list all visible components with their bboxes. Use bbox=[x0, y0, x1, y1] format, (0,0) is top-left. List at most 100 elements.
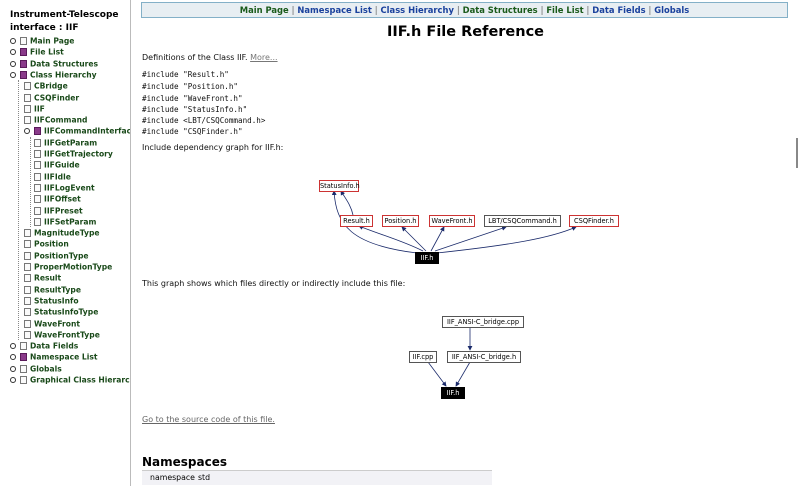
tree-toggle-icon[interactable] bbox=[10, 343, 16, 350]
sidebar-item-result[interactable]: Result bbox=[24, 272, 61, 283]
sidebar-item-statusinfotype[interactable]: StatusInfoType bbox=[24, 306, 98, 317]
namespace-kind: namespace bbox=[150, 473, 195, 482]
sidebar-item-label: WaveFront bbox=[34, 319, 81, 328]
scrollbar-thumb[interactable] bbox=[796, 138, 798, 168]
node-position[interactable]: Position.h bbox=[382, 215, 419, 227]
sidebar-item-csqfinder[interactable]: CSQFinder bbox=[24, 92, 79, 103]
node-statusinfo[interactable]: StatusInfo.h bbox=[319, 180, 360, 192]
sidebar-item-data-fields[interactable]: Data Fields bbox=[10, 340, 78, 351]
namespace-name[interactable]: std bbox=[198, 473, 211, 482]
nav-link-globals[interactable]: Globals bbox=[654, 5, 690, 15]
sidebar-item-label: IIFGuide bbox=[44, 160, 80, 170]
sidebar-item-label: Namespace List bbox=[30, 352, 98, 362]
sidebar-item-label: IIFLogEvent bbox=[44, 183, 95, 193]
dep-graph-caption: Include dependency graph for IIF.h: bbox=[142, 143, 284, 152]
sidebar-item-magnitudetype[interactable]: MagnitudeType bbox=[24, 227, 100, 238]
sidebar-item-iifpreset[interactable]: IIFPreset bbox=[34, 205, 83, 216]
include-line-5: #include <LBT/CSQCommand.h> bbox=[142, 116, 266, 125]
book-open-icon bbox=[34, 127, 41, 136]
node-wavefront[interactable]: WaveFront.h bbox=[429, 215, 475, 227]
sidebar-item-cbridge[interactable]: CBridge bbox=[24, 80, 68, 91]
include-line-4: #include "StatusInfo.h" bbox=[142, 105, 248, 114]
edge-iifcpp-iif bbox=[427, 361, 447, 387]
sidebar-item-position[interactable]: Position bbox=[24, 238, 69, 249]
tree-toggle-icon[interactable] bbox=[10, 71, 16, 78]
sidebar-item-label: PositionType bbox=[34, 251, 89, 261]
sidebar-item-positiontype[interactable]: PositionType bbox=[24, 250, 89, 261]
edge-iif-csqfinder bbox=[436, 226, 577, 254]
node-csqfinder[interactable]: CSQFinder.h bbox=[569, 215, 619, 227]
nav-link-namespace-list[interactable]: Namespace List bbox=[297, 5, 372, 15]
nav-link-data-fields[interactable]: Data Fields bbox=[592, 5, 646, 15]
page-icon bbox=[24, 104, 31, 113]
definition-text: Definitions of the Class IIF. bbox=[142, 53, 248, 62]
nav-link-main-page[interactable]: Main Page bbox=[239, 5, 289, 15]
tree-connector bbox=[18, 80, 19, 341]
sidebar-item-globals[interactable]: Globals bbox=[10, 363, 62, 374]
page-icon bbox=[34, 217, 41, 226]
sidebar-item-label: IIFSetParam bbox=[44, 217, 97, 227]
tree-toggle-icon[interactable] bbox=[10, 60, 16, 67]
node-iif-cpp[interactable]: IIF.cpp bbox=[409, 351, 437, 363]
sidebar-item-graphical-class-hierarchy[interactable]: Graphical Class Hierarchy bbox=[10, 374, 130, 385]
nav-link-class-hierarchy[interactable]: Class Hierarchy bbox=[380, 5, 454, 15]
sidebar-item-iiflogevent[interactable]: IIFLogEvent bbox=[34, 182, 95, 193]
node-csqcommand: LBT/CSQCommand.h bbox=[484, 215, 561, 227]
sidebar-item-file-list[interactable]: File List bbox=[10, 46, 64, 57]
sidebar-item-iifidle[interactable]: IIFIdle bbox=[34, 171, 71, 182]
page-icon bbox=[24, 308, 31, 317]
node-bridge-h[interactable]: IIF_ANSI-C_bridge.h bbox=[447, 351, 521, 363]
sidebar-item-iifgettrajectory[interactable]: IIFGetTrajectory bbox=[34, 148, 113, 159]
sidebar-item-iifcommand[interactable]: IIFCommand bbox=[24, 114, 87, 125]
sidebar-item-label: Class Hierarchy bbox=[30, 70, 97, 80]
tree-toggle-icon[interactable] bbox=[10, 38, 16, 44]
sidebar-item-label: IIFPreset bbox=[44, 206, 83, 215]
sidebar-item-namespace-list[interactable]: Namespace List bbox=[10, 351, 98, 362]
page-icon bbox=[24, 116, 31, 125]
tree-toggle-icon[interactable] bbox=[10, 354, 16, 361]
edge-iif-csqcommand bbox=[434, 226, 507, 252]
node-bridge-cpp[interactable]: IIF_ANSI-C_bridge.cpp bbox=[442, 316, 524, 328]
tree-toggle-icon[interactable] bbox=[10, 377, 16, 383]
tree-toggle-icon[interactable] bbox=[10, 365, 16, 372]
book-icon bbox=[20, 353, 27, 362]
sidebar-item-class-hierarchy[interactable]: Class Hierarchy bbox=[10, 69, 97, 80]
edge-result-statusinfo bbox=[340, 190, 354, 216]
sidebar-item-resulttype[interactable]: ResultType bbox=[24, 284, 81, 295]
sidebar-item-iif[interactable]: IIF bbox=[24, 103, 45, 114]
page-title: IIF.h File Reference bbox=[386, 24, 545, 40]
page-icon bbox=[34, 161, 41, 170]
nav-separator: | bbox=[291, 5, 295, 15]
sidebar-item-iifguide[interactable]: IIFGuide bbox=[34, 159, 80, 170]
tree-toggle-icon[interactable] bbox=[10, 49, 16, 56]
sidebar-item-label: IIFIdle bbox=[44, 172, 71, 182]
source-code-link[interactable]: Go to the source code of this file. bbox=[142, 415, 275, 424]
sidebar-item-propermotiontype[interactable]: ProperMotionType bbox=[24, 261, 112, 272]
nav-separator: | bbox=[586, 5, 590, 15]
sidebar-item-data-structures[interactable]: Data Structures bbox=[10, 58, 98, 69]
nav-separator: | bbox=[456, 5, 460, 15]
sidebar-item-iifsetparam[interactable]: IIFSetParam bbox=[34, 216, 96, 227]
sidebar-item-iifcommandinterface[interactable]: IIFCommandInterface bbox=[24, 125, 131, 136]
namespace-row: namespace std bbox=[142, 470, 492, 485]
book-icon bbox=[20, 59, 27, 68]
sidebar-item-label: CBridge bbox=[34, 81, 68, 91]
sidebar-item-wavefront[interactable]: WaveFront bbox=[24, 318, 80, 329]
sidebar-item-iifgetparam[interactable]: IIFGetParam bbox=[34, 137, 97, 148]
nav-link-data-structures[interactable]: Data Structures bbox=[462, 5, 538, 15]
tree-toggle-icon[interactable] bbox=[24, 128, 30, 135]
sidebar-item-main-page[interactable]: Main Page bbox=[10, 35, 74, 46]
nav-separator: | bbox=[540, 5, 544, 15]
sidebar-item-label: WaveFrontType bbox=[34, 330, 100, 340]
sidebar-item-label: Data Fields bbox=[30, 341, 79, 351]
more-link[interactable]: More... bbox=[250, 53, 278, 62]
page-icon bbox=[34, 138, 41, 147]
page-icon bbox=[34, 172, 41, 181]
nav-link-file-list[interactable]: File List bbox=[546, 5, 584, 15]
node-result[interactable]: Result.h bbox=[340, 215, 373, 227]
sidebar-item-statusinfo[interactable]: StatusInfo bbox=[24, 295, 79, 306]
main-content: Main Page | Namespace List | Class Hiera… bbox=[131, 0, 800, 486]
sidebar-item-iifoffset[interactable]: IIFOffset bbox=[34, 193, 81, 204]
sidebar-item-label: IIFCommandInterface bbox=[44, 126, 131, 136]
sidebar-item-wavefronttype[interactable]: WaveFrontType bbox=[24, 329, 100, 340]
